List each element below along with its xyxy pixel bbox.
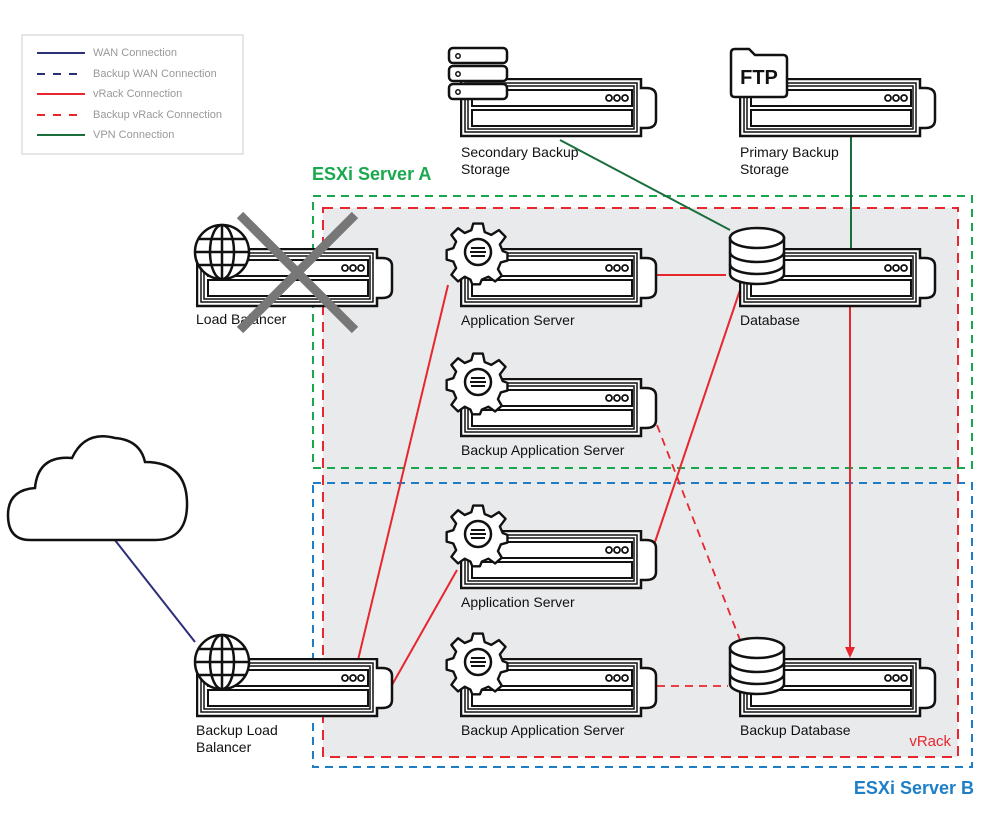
esxi-server-b-title: ESXi Server B [854,778,974,798]
backup-load-balancer-label-2: Balancer [196,739,252,755]
legend-label-wan: WAN Connection [93,47,177,59]
secondary-storage-label-2: Storage [461,161,510,177]
backup-vrack-app-a-to-backup-db [656,424,741,641]
vrack-backup-lb-to-app-a [357,284,449,661]
legend: WAN Connection Backup WAN Connection vRa… [21,34,244,155]
database-icon [730,228,784,284]
legend-label-backup-wan: Backup WAN Connection [93,68,217,80]
gear-icon [447,506,508,567]
gear-icon [447,224,508,285]
database-label: Database [740,312,800,328]
arrowhead-icon [845,647,855,658]
application-server-b-label: Application Server [461,594,575,610]
vpn-connection-secondary [559,139,731,231]
esxi-server-b-zone [312,482,973,768]
database-icon [730,638,784,694]
vrack-backup-lb-to-app-b [391,569,458,686]
ftp-text: FTP [740,67,778,89]
vrack-db-to-app-b [654,289,741,543]
primary-storage-label-2: Storage [740,161,789,177]
legend-label-backup-vrack: Backup vRack Connection [93,109,222,121]
backup-load-balancer-label-1: Backup Load [196,722,278,738]
globe-icon [195,225,249,279]
failed-x-icon [236,211,359,334]
ftp-folder-icon: FTP [729,47,789,99]
backup-application-server-a-label: Backup Application Server [461,442,625,458]
storage-stack-icon [447,46,509,101]
gear-icon [447,634,508,695]
application-server-a-label: Application Server [461,312,575,328]
backup-application-server-b-label: Backup Application Server [461,722,625,738]
backup-database-label: Backup Database [740,722,851,738]
wan-connection [106,529,196,643]
primary-storage-label-1: Primary Backup [740,144,839,160]
esxi-server-a-zone [312,195,973,469]
vrack-title: vRack [909,733,951,750]
esxi-server-a-title: ESXi Server A [312,164,431,184]
cloud-icon [6,435,189,542]
load-balancer-label: Load Balancer [196,311,287,327]
globe-icon [195,635,249,689]
secondary-storage-label-1: Secondary Backup [461,144,579,160]
legend-label-vrack: vRack Connection [93,88,182,100]
legend-label-vpn: VPN Connection [93,129,174,141]
gear-icon [447,354,508,415]
vrack-zone [322,207,959,758]
